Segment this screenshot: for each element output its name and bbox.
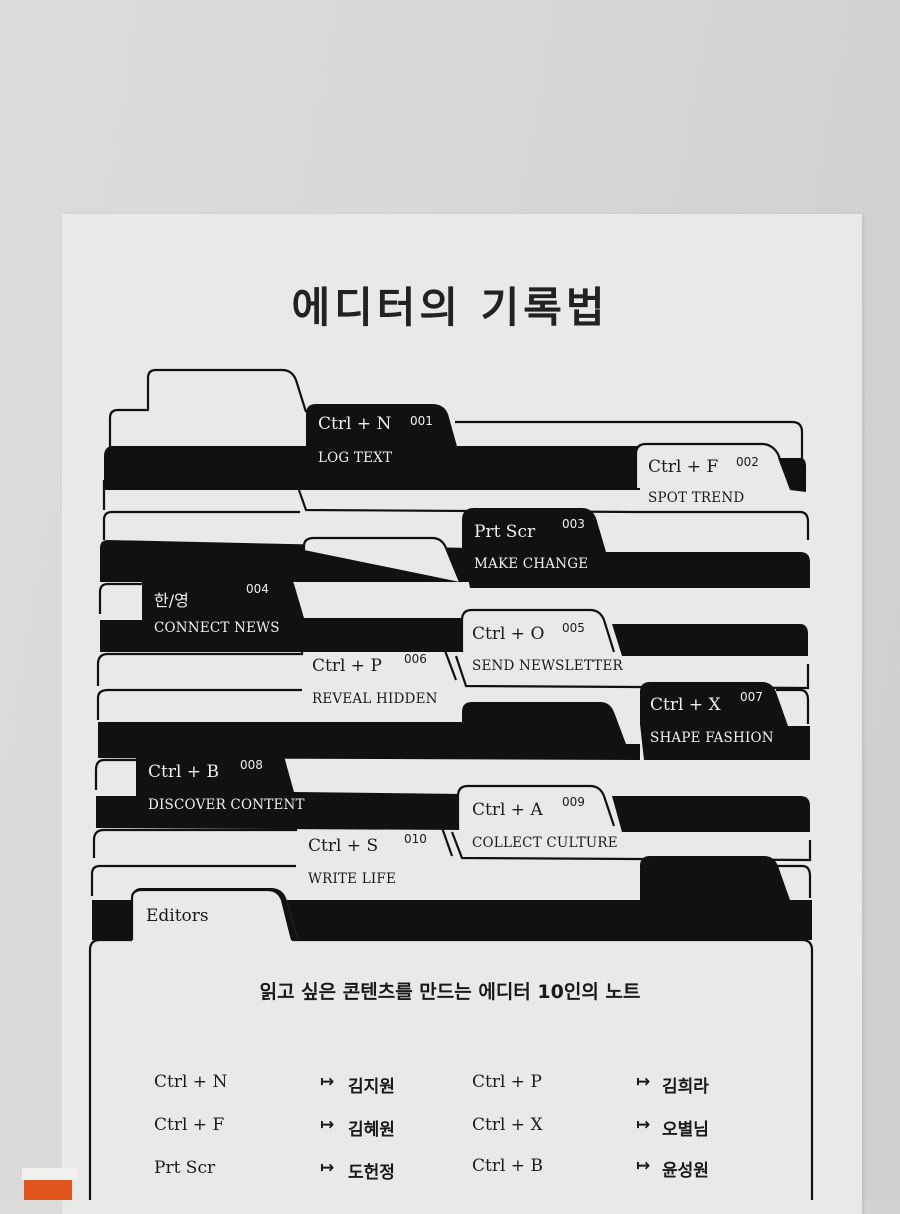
- tab-010-number: 010: [404, 832, 427, 846]
- tab-002-number: 002: [736, 455, 759, 469]
- credit-key: Ctrl + B: [472, 1156, 543, 1176]
- credit-key: Ctrl + P: [472, 1072, 542, 1092]
- tab-008-number: 008: [240, 758, 263, 772]
- tab-003-key: Prt Scr: [474, 522, 536, 542]
- tab-005-key: Ctrl + O: [472, 624, 545, 644]
- tab-009-number: 009: [562, 795, 585, 809]
- tab-007-label: SHAPE FASHION: [650, 730, 774, 746]
- orange-book-spine: [24, 1180, 72, 1200]
- tab-001-number: 001: [410, 414, 433, 428]
- tab-005-label: SEND NEWSLETTER: [472, 658, 623, 674]
- arrow-icon: ↦: [636, 1115, 651, 1135]
- credit-key: Ctrl + N: [154, 1072, 228, 1092]
- credit-editor-name: 김혜원: [348, 1120, 395, 1140]
- arrow-icon: ↦: [320, 1158, 335, 1178]
- tab-009-label: COLLECT CULTURE: [472, 835, 618, 851]
- tab-002-key: Ctrl + F: [648, 457, 719, 477]
- arrow-icon: ↦: [636, 1156, 651, 1176]
- credit-editor-name: 오별님: [662, 1120, 709, 1140]
- arrow-icon: ↦: [320, 1115, 335, 1135]
- tab-004-key: 한/영: [154, 591, 189, 610]
- tab-007-number: 007: [740, 690, 763, 704]
- credit-key: Ctrl + F: [154, 1115, 225, 1135]
- tab-004-number: 004: [246, 582, 269, 596]
- credit-key: Prt Scr: [154, 1158, 216, 1178]
- tab-008-key: Ctrl + B: [148, 762, 219, 782]
- tab-001-label: LOG TEXT: [318, 450, 393, 466]
- credit-editor-name: 김지원: [348, 1077, 395, 1097]
- credit-editor-name: 김희라: [662, 1077, 709, 1097]
- book-title: 에디터의 기록법: [291, 283, 609, 332]
- credit-key: Ctrl + X: [472, 1115, 543, 1135]
- credit-editor-name: 도헌정: [348, 1163, 395, 1183]
- tab-008-label: DISCOVER CONTENT: [148, 797, 305, 813]
- book-subtitle: 읽고 싶은 콘텐츠를 만드는 에디터 10인의 노트: [259, 981, 641, 1003]
- tab-003-label: MAKE CHANGE: [474, 556, 589, 572]
- tab-003-number: 003: [562, 517, 585, 531]
- editors-tab-label: Editors: [146, 906, 209, 926]
- tab-006-label: REVEAL HIDDEN: [312, 691, 438, 707]
- arrow-icon: ↦: [320, 1072, 335, 1092]
- tab-010-key: Ctrl + S: [308, 836, 379, 856]
- tab-005-number: 005: [562, 621, 585, 635]
- tab-001-key: Ctrl + N: [318, 414, 392, 434]
- tab-002-label: SPOT TREND: [648, 490, 745, 506]
- adjacent-book-edge: [22, 1168, 78, 1180]
- tab-010-label: WRITE LIFE: [308, 871, 397, 887]
- tab-006-number: 006: [404, 652, 427, 666]
- arrow-icon: ↦: [636, 1072, 651, 1092]
- tab-007-key: Ctrl + X: [650, 695, 721, 715]
- tab-009-key: Ctrl + A: [472, 800, 543, 820]
- credit-editor-name: 윤성원: [662, 1161, 709, 1181]
- tab-004-label: CONNECT NEWS: [154, 620, 280, 636]
- tab-006-key: Ctrl + P: [312, 656, 382, 676]
